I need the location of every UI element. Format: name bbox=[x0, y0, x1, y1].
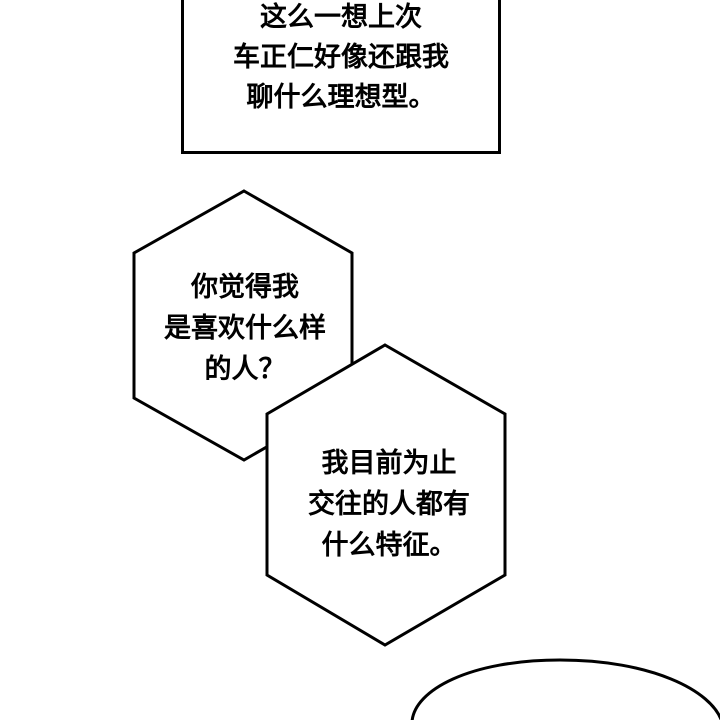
bubble-2-line-1: 我目前为止 bbox=[321, 448, 457, 479]
narration-line-3: 聊什么理想型。 bbox=[246, 82, 436, 113]
narration-line-1: 这么一想上次 bbox=[260, 2, 422, 33]
speech-bubble-2-shape bbox=[265, 343, 507, 647]
speech-bubble-1-text: 你觉得我 是喜欢什么样 的人？ bbox=[140, 267, 350, 390]
bubble-1-line-2: 是喜欢什么样 bbox=[164, 313, 326, 344]
bubble-1-line-1: 你觉得我 bbox=[191, 272, 299, 303]
narration-line-2: 车正仁好像还跟我 bbox=[233, 42, 449, 73]
bubble-1-line-3: 的人？ bbox=[204, 354, 286, 385]
speech-bubble-3-shape bbox=[410, 658, 720, 720]
narration-caption-box: 这么一想上次 车正仁好像还跟我 聊什么理想型。 bbox=[181, 0, 501, 154]
speech-bubble-1-shape bbox=[132, 189, 354, 462]
bubble-2-line-2: 交往的人都有 bbox=[308, 489, 470, 520]
bubble-2-line-3: 什么特征。 bbox=[321, 530, 457, 561]
speech-bubble-2-text: 我目前为止 交往的人都有 什么特征。 bbox=[275, 443, 503, 566]
narration-text: 这么一想上次 车正仁好像还跟我 聊什么理想型。 bbox=[184, 0, 498, 118]
